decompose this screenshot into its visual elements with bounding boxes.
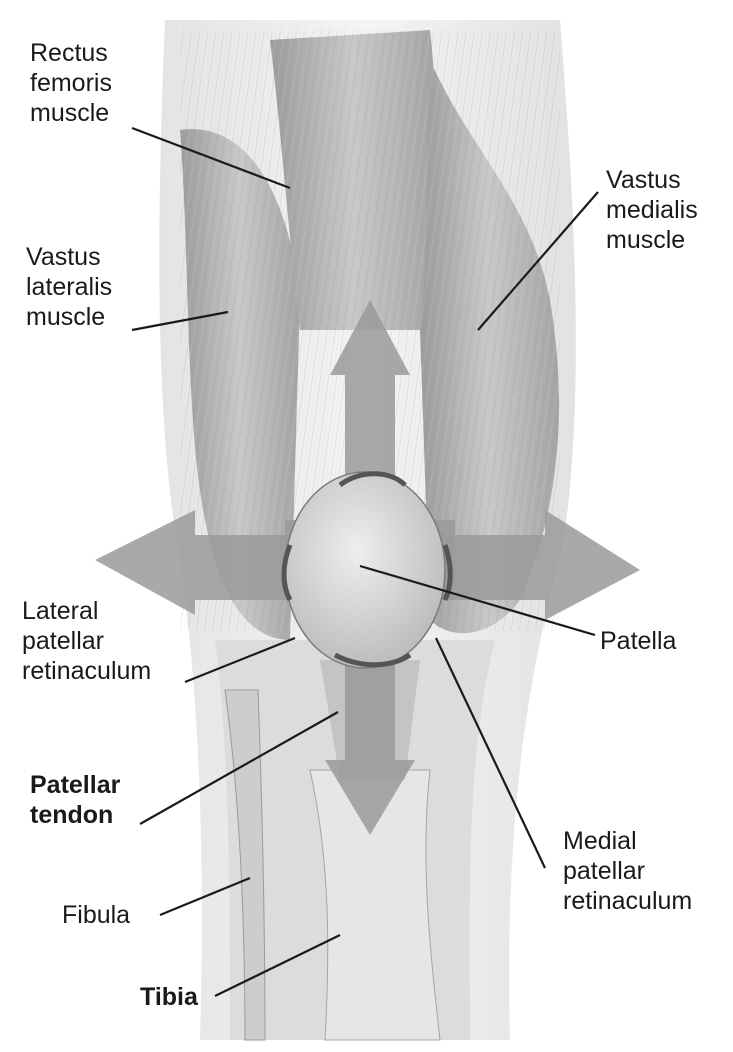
label-medial-patellar-retinaculum: Medial patellar retinaculum (563, 826, 692, 916)
label-rectus-femoris: Rectus femoris muscle (30, 38, 112, 128)
label-lateral-patellar-retinaculum: Lateral patellar retinaculum (22, 596, 151, 686)
label-patella: Patella (600, 626, 676, 656)
patella-shape (285, 472, 445, 668)
label-vastus-lateralis: Vastus lateralis muscle (26, 242, 112, 332)
label-patellar-tendon: Patellar tendon (30, 770, 120, 830)
label-tibia: Tibia (140, 982, 198, 1012)
label-vastus-medialis: Vastus medialis muscle (606, 165, 698, 255)
label-fibula: Fibula (62, 900, 130, 930)
